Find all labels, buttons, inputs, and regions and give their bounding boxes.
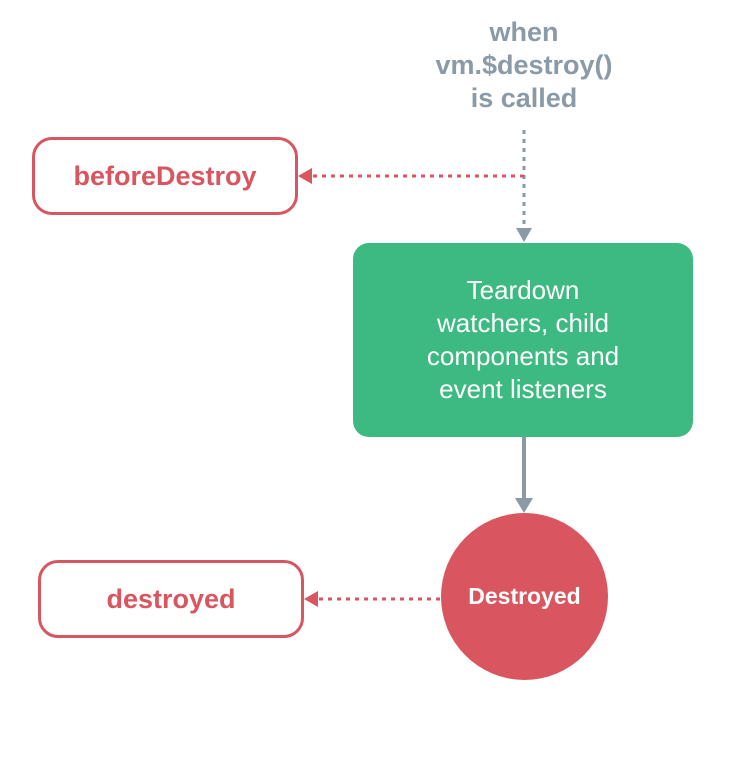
teardown-line-1: Teardown (466, 275, 580, 305)
before-destroy-arrowhead (298, 168, 312, 184)
trigger-line-1: when (489, 17, 559, 47)
teardown-to-destroyed-arrowhead (515, 498, 533, 513)
destroy-trigger-label: when vm.$destroy() is called (404, 16, 644, 115)
before-destroy-hook-box: beforeDestroy (32, 137, 298, 215)
destroyed-hook-box: destroyed (38, 560, 304, 638)
destroyed-hook-arrowhead (304, 591, 318, 607)
trigger-line-2: vm.$destroy() (435, 50, 613, 80)
teardown-line-3: components and (426, 341, 620, 371)
before-destroy-hook-label: beforeDestroy (73, 160, 257, 191)
teardown-line-2: watchers, child (437, 308, 609, 338)
teardown-process-box: Teardown watchers, child components and … (353, 243, 693, 437)
trigger-line-3: is called (470, 83, 578, 113)
destroyed-state-label: Destroyed (468, 583, 581, 609)
destroyed-hook-label: destroyed (106, 583, 236, 614)
teardown-line-4: event listeners (439, 374, 607, 404)
trigger-to-teardown-arrowhead (516, 228, 532, 242)
destroyed-state-circle: Destroyed (441, 513, 608, 680)
